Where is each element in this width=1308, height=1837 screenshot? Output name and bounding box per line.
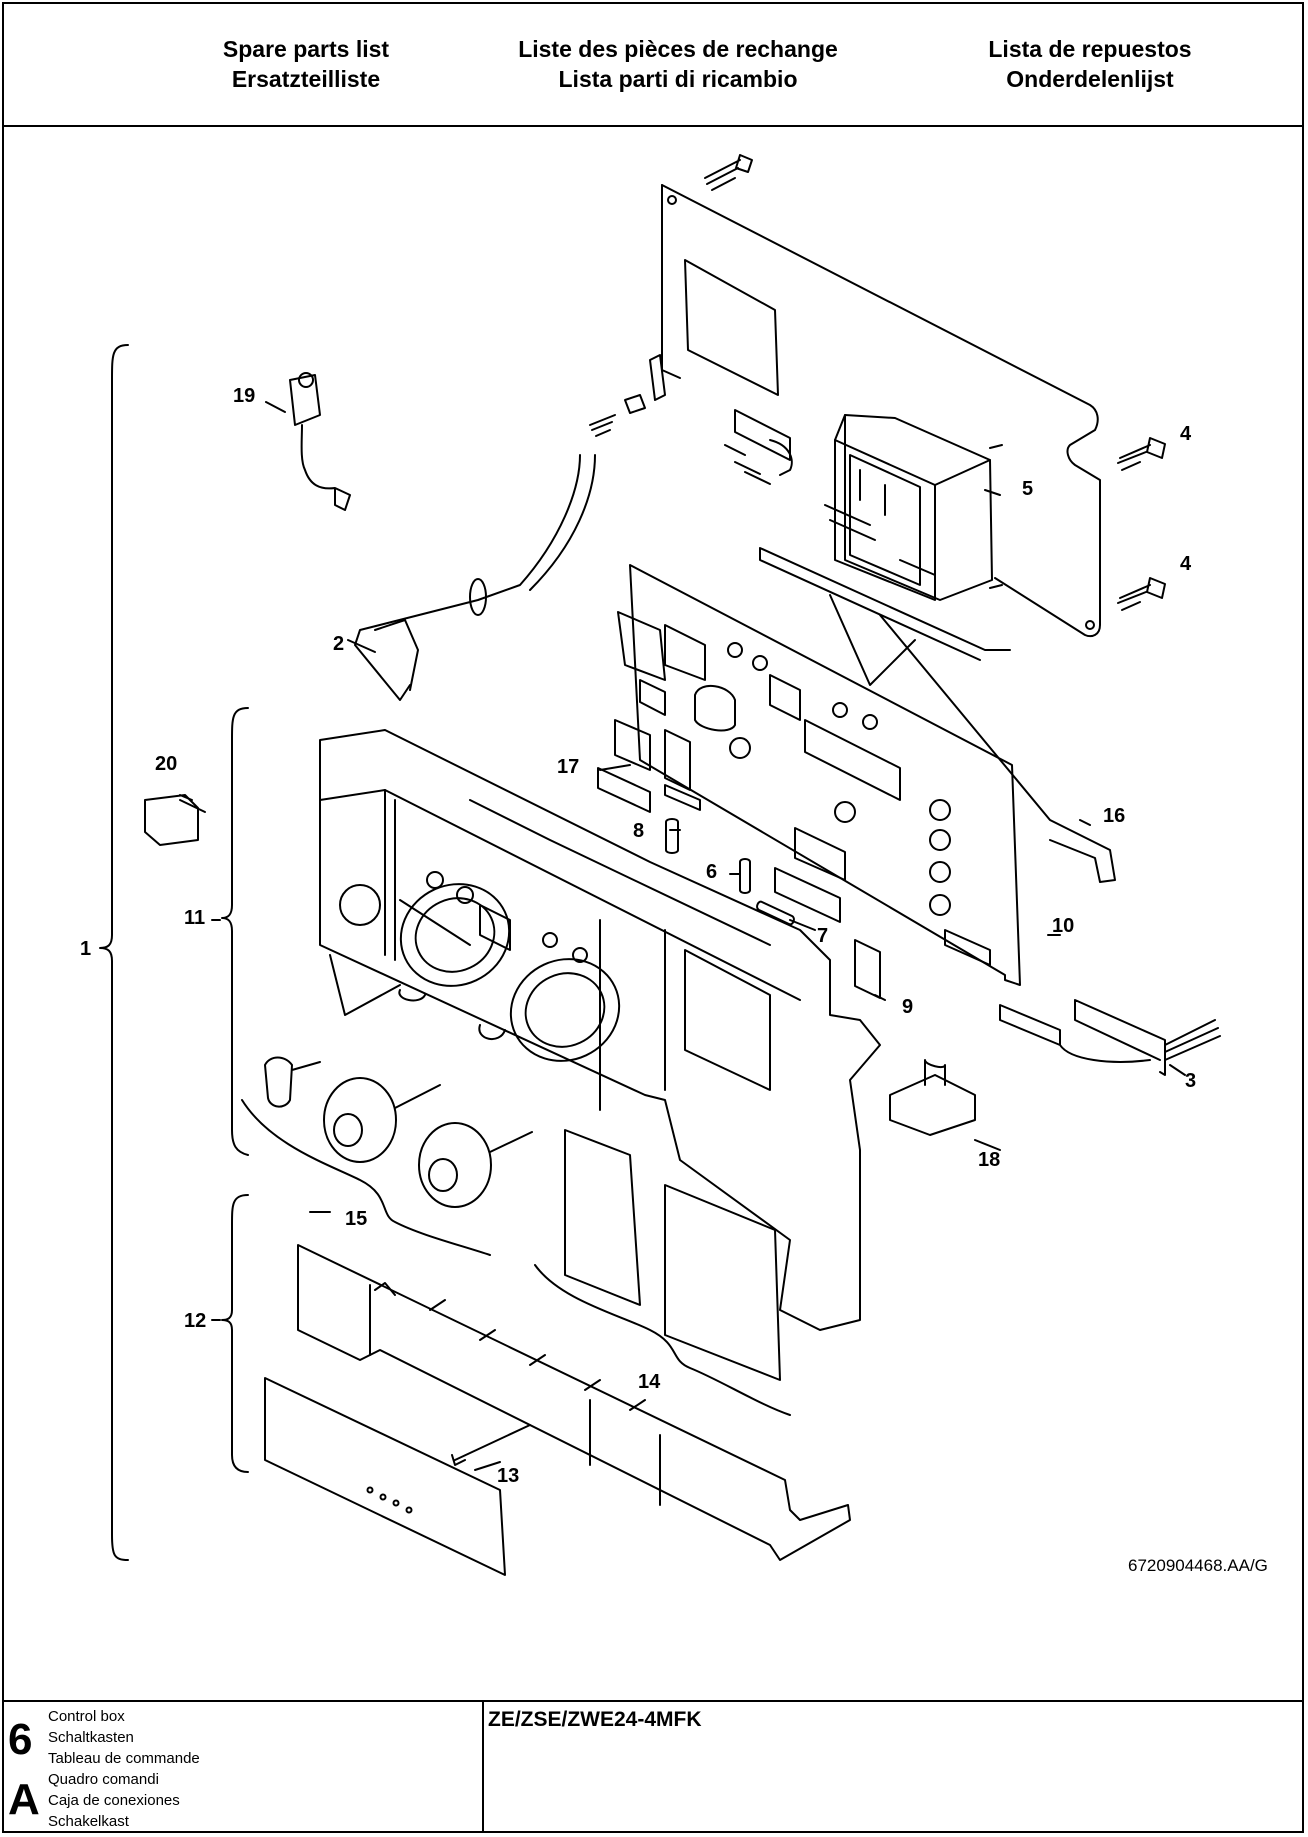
callout-1: 1 (80, 938, 91, 960)
header-divider (2, 125, 1304, 127)
component-name-list: Control box Schaltkasten Tableau de comm… (48, 1706, 200, 1832)
callout-6: 6 (706, 861, 717, 883)
leader-lines (179, 401, 1186, 1471)
callout-8: 8 (633, 820, 644, 842)
cover-cap-20 (144, 794, 199, 846)
callout-3: 3 (1185, 1070, 1196, 1092)
bracket-group-1 (99, 344, 129, 1561)
section-number: 6 (8, 1715, 33, 1764)
sensor-18 (889, 1059, 976, 1136)
back-plate-window (684, 259, 779, 396)
header-title-it: Lista parti di ricambio (558, 66, 798, 92)
callout-14: 14 (638, 1371, 661, 1393)
cable-assembly-2 (354, 454, 596, 701)
sensor-19 (289, 374, 351, 511)
callout-11: 11 (184, 907, 205, 929)
callout-12: 12 (184, 1310, 206, 1332)
screw-4-upper (1117, 437, 1166, 471)
callout-7: 7 (817, 925, 828, 947)
screw-13 (451, 1424, 531, 1466)
header-french-italian: Liste des pièces de rechange Lista parti… (468, 34, 888, 94)
section-letter: A (8, 1775, 40, 1824)
insert-panel-14b (664, 1184, 781, 1381)
header-english-german: Spare parts list Ersatzteilliste (96, 34, 516, 94)
hinge-bracket (649, 354, 791, 485)
component-name-it: Quadro comandi (48, 1771, 159, 1788)
front-cover (264, 1377, 506, 1576)
bracket-group-14 (534, 1264, 791, 1416)
back-plate (661, 184, 1101, 638)
callout-19: 19 (233, 385, 255, 407)
callout-18: 18 (978, 1149, 1000, 1171)
drawing-reference-number: 6720904468.AA/G (1128, 1556, 1268, 1575)
bracket-group-12 (221, 1194, 249, 1473)
rotary-knob-2 (418, 1122, 533, 1208)
transformer (824, 414, 993, 601)
callout-5: 5 (1022, 478, 1033, 500)
connector-17 (597, 719, 691, 813)
fuse-8 (665, 818, 679, 854)
header-title-en: Spare parts list (222, 36, 390, 62)
callout-17: 17 (557, 756, 579, 778)
model-designation: ZE/ZSE/ZWE24-4MFK (488, 1708, 702, 1731)
footer-column-divider (482, 1700, 484, 1833)
callout-20: 20 (155, 753, 177, 775)
header-spanish-dutch: Lista de repuestos Onderdelenlijst (880, 34, 1300, 94)
callout-4a: 4 (1180, 423, 1192, 445)
callout-15: 15 (345, 1208, 367, 1230)
callout-10: 10 (1052, 915, 1074, 937)
screw-4-lower (1117, 577, 1166, 611)
callout-9: 9 (902, 996, 913, 1018)
ribbon-cable (999, 999, 1221, 1076)
connector-9 (854, 939, 881, 999)
callout-2: 2 (333, 633, 344, 655)
component-name-en: Control box (48, 1708, 125, 1725)
callout-4b: 4 (1180, 553, 1192, 575)
control-housing (319, 729, 881, 1331)
header-title-de: Ersatzteilliste (231, 66, 381, 92)
component-name-de: Schaltkasten (48, 1729, 134, 1746)
connector-center (774, 827, 846, 923)
fuse-6 (739, 858, 751, 894)
component-name-nl: Schakelkast (48, 1813, 129, 1830)
insert-panel-14a (564, 1129, 641, 1306)
front-strip-12 (297, 1244, 851, 1561)
component-name-es: Caja de conexiones (48, 1792, 180, 1809)
screw-top (704, 154, 753, 191)
header-title-fr: Liste des pièces de rechange (518, 36, 838, 62)
footer-divider (2, 1700, 1304, 1702)
component-name-fr: Tableau de commande (48, 1750, 200, 1767)
circuit-board (617, 564, 1021, 986)
header-title-es: Lista de repuestos (988, 36, 1192, 62)
small-screw (589, 414, 616, 437)
callout-16: 16 (1103, 805, 1125, 827)
selector-knob (264, 1056, 321, 1108)
header-title-nl: Onderdelenlijst (1006, 66, 1174, 92)
callout-13: 13 (497, 1465, 519, 1487)
support-frame (759, 547, 1116, 883)
rotary-knob-1 (323, 1077, 441, 1163)
bracket-group-11 (221, 707, 249, 1156)
bracket-group-15 (241, 1099, 491, 1256)
